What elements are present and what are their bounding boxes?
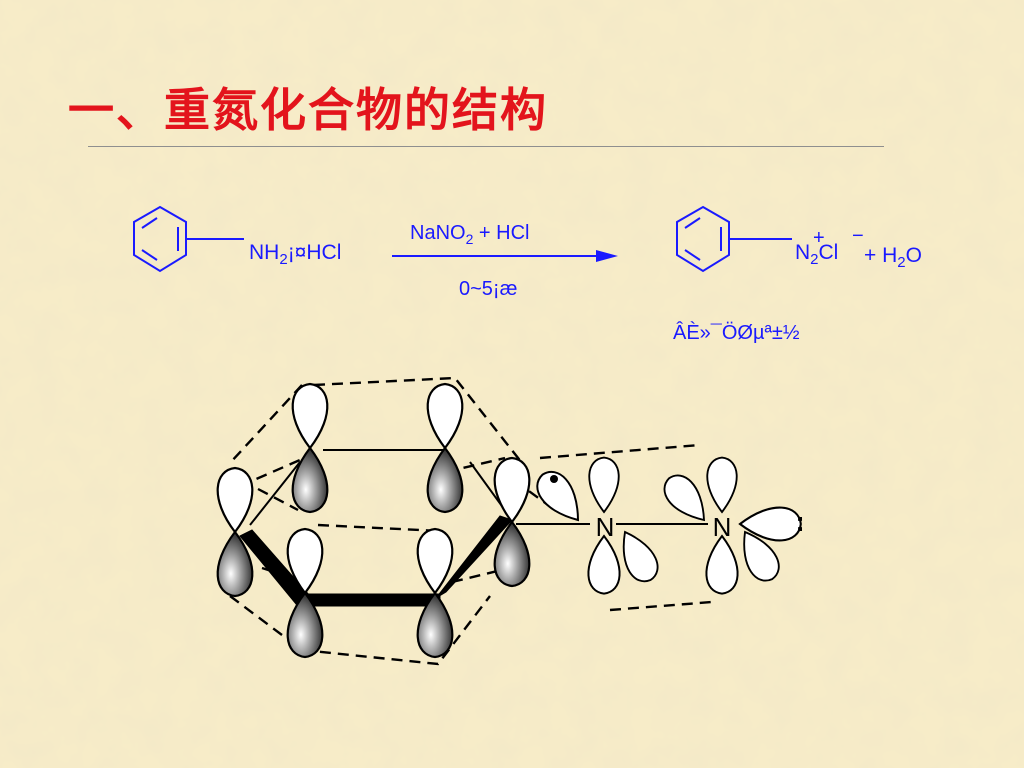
product-name-caption: ÂÈ»¯ÖØµª±½ <box>673 321 800 344</box>
benzene-ring-reactant <box>133 205 244 273</box>
nitrogen-atom-2: N <box>713 512 732 542</box>
plus-charge: + <box>813 227 825 249</box>
orbital-lobe-white <box>426 382 464 450</box>
condition-label: 0~5¡æ <box>459 278 517 300</box>
orbital-diagram: N N : <box>216 376 805 666</box>
slide-title: 一、重氮化合物的结构 <box>68 83 548 137</box>
orbital-lobe-white <box>291 382 329 450</box>
orbital-lobe-shaded <box>426 446 464 514</box>
reaction-arrow <box>392 250 618 262</box>
reactant-formula: NH2¡¤HCl <box>249 241 341 268</box>
benzene-ring-product <box>676 205 792 273</box>
reagent-label: NaNO2 + HCl <box>410 222 530 247</box>
sigma-framework <box>239 449 708 607</box>
orbital-lobe-white <box>493 456 531 524</box>
lone-pair-dots: : <box>795 506 804 537</box>
title-divider <box>88 146 884 147</box>
water-formula: + H2O <box>864 244 922 271</box>
radical-dot <box>550 475 558 483</box>
orbital-lobe-shaded <box>291 446 329 514</box>
nitrogen-atom-1: N <box>596 512 615 542</box>
product-formula: N2Cl <box>795 241 838 268</box>
orbital-lobe-white <box>216 466 254 534</box>
nitrogen-lobes <box>529 456 802 595</box>
minus-charge: − <box>852 225 864 247</box>
